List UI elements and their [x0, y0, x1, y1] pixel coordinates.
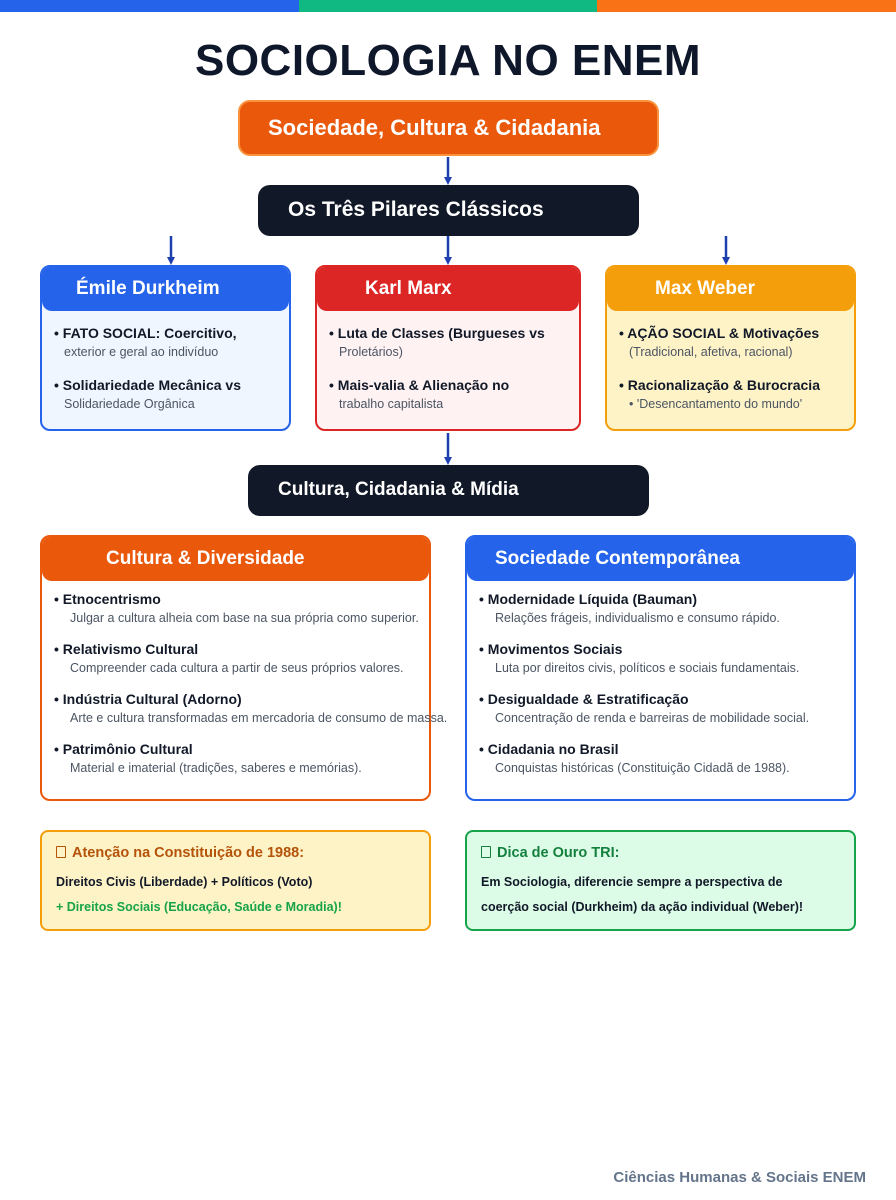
item-title: • Patrimônio Cultural — [54, 741, 193, 757]
sociedade-card-title: Sociedade Contemporânea — [467, 537, 854, 581]
item-title: • Solidariedade Mecânica vs — [54, 377, 241, 393]
top-bar-orange-segment — [597, 0, 896, 12]
culture-node: Cultura, Cidadania & Mídia — [248, 465, 649, 516]
item-title: • Movimentos Sociais — [479, 641, 623, 657]
item-description: Solidariedade Orgânica — [64, 397, 195, 411]
item-title: • Desigualdade & Estratificação — [479, 691, 689, 707]
constituicao-note: Atenção na Constituição de 1988: Direito… — [40, 830, 431, 931]
list-item: • Movimentos Sociais Luta por direitos c… — [479, 639, 854, 677]
list-item: • Modernidade Líquida (Bauman) Relações … — [479, 589, 854, 627]
durkheim-card: Émile Durkheim • FATO SOCIAL: Coercitivo… — [40, 265, 291, 431]
item-title: • Cidadania no Brasil — [479, 741, 619, 757]
item-description: trabalho capitalista — [339, 397, 444, 411]
top-color-bar — [0, 0, 896, 12]
note-line: coerção social (Durkheim) da ação indivi… — [481, 900, 804, 914]
item-description: Luta por direitos civis, políticos e soc… — [495, 661, 800, 675]
missing-glyph-icon — [56, 846, 66, 858]
footer-caption: Ciências Humanas & Sociais ENEM — [613, 1169, 866, 1186]
item-title: • AÇÃO SOCIAL & Motivações — [619, 325, 820, 341]
top-bar-blue-segment — [0, 0, 299, 12]
item-title: • Mais-valia & Alienação no — [329, 377, 510, 393]
weber-card: Max Weber • AÇÃO SOCIAL & Motivações (Tr… — [605, 265, 856, 431]
list-item: • Solidariedade Mecânica vs Solidariedad… — [54, 375, 289, 413]
item-title: • Luta de Classes (Burgueses vs — [329, 325, 545, 341]
item-description: Concentração de renda e barreiras de mob… — [495, 711, 810, 725]
marx-card: Karl Marx • Luta de Classes (Burgueses v… — [315, 265, 581, 431]
item-title: • Racionalização & Burocracia — [619, 377, 820, 393]
item-title: • Etnocentrismo — [54, 591, 161, 607]
root-node: Sociedade, Cultura & Cidadania — [238, 100, 659, 156]
list-item: • Patrimônio Cultural Material e imateri… — [54, 739, 429, 777]
item-title: • Modernidade Líquida (Bauman) — [479, 591, 698, 607]
list-item: • Relativismo Cultural Compreender cada … — [54, 639, 429, 677]
list-item: • Mais-valia & Alienação no trabalho cap… — [329, 375, 579, 413]
page-title: SOCIOLOGIA NO ENEM — [194, 36, 702, 85]
sociedade-contemporanea-card: Sociedade Contemporânea • Modernidade Lí… — [465, 535, 856, 801]
marx-card-title: Karl Marx — [317, 267, 579, 311]
cultura-diversidade-card: Cultura & Diversidade • Etnocentrismo Ju… — [40, 535, 448, 801]
item-title: • Relativismo Cultural — [54, 641, 199, 657]
item-description: Proletários) — [339, 345, 403, 359]
list-item: • AÇÃO SOCIAL & Motivações (Tradicional,… — [619, 323, 854, 361]
list-item: • FATO SOCIAL: Coercitivo, exterior e ge… — [54, 323, 289, 361]
durkheim-card-title: Émile Durkheim — [42, 267, 289, 311]
item-title: • FATO SOCIAL: Coercitivo, — [54, 325, 237, 341]
note-title: Atenção na Constituição de 1988: — [72, 845, 305, 861]
item-description: Relações frágeis, individualismo e consu… — [495, 611, 780, 625]
pillars-node: Os Três Pilares Clássicos — [258, 185, 639, 236]
item-description: • 'Desencantamento do mundo' — [629, 397, 803, 411]
list-item: • Cidadania no Brasil Conquistas históri… — [479, 739, 854, 777]
top-bar-green-segment — [298, 0, 598, 12]
list-item: • Racionalização & Burocracia • 'Desenca… — [619, 375, 854, 413]
item-description: Conquistas históricas (Constituição Cida… — [495, 761, 790, 775]
list-item: • Etnocentrismo Julgar a cultura alheia … — [54, 589, 429, 627]
list-item: • Indústria Cultural (Adorno) Arte e cul… — [54, 689, 448, 727]
weber-card-title: Max Weber — [607, 267, 854, 311]
cultura-card-title: Cultura & Diversidade — [42, 537, 429, 581]
item-description: Arte e cultura transformadas em mercador… — [70, 711, 448, 725]
item-description: (Tradicional, afetiva, racional) — [629, 345, 793, 359]
note-line: Em Sociologia, diferencie sempre a persp… — [481, 875, 783, 889]
missing-glyph-icon — [481, 846, 491, 858]
item-description: Julgar a cultura alheia com base na sua … — [70, 611, 419, 625]
item-description: Material e imaterial (tradições, saberes… — [70, 761, 362, 775]
note-title: Dica de Ouro TRI: — [497, 845, 620, 861]
item-description: Compreender cada cultura a partir de seu… — [70, 661, 404, 675]
note-line-highlight: + Direitos Sociais (Educação, Saúde e Mo… — [56, 900, 342, 914]
item-description: exterior e geral ao indivíduo — [64, 345, 219, 359]
list-item: • Desigualdade & Estratificação Concentr… — [479, 689, 854, 727]
item-title: • Indústria Cultural (Adorno) — [54, 691, 242, 707]
list-item: • Luta de Classes (Burgueses vs Proletár… — [329, 323, 579, 361]
tri-tip-note: Dica de Ouro TRI: Em Sociologia, diferen… — [465, 830, 856, 931]
note-line: Direitos Civis (Liberdade) + Políticos (… — [56, 875, 313, 889]
